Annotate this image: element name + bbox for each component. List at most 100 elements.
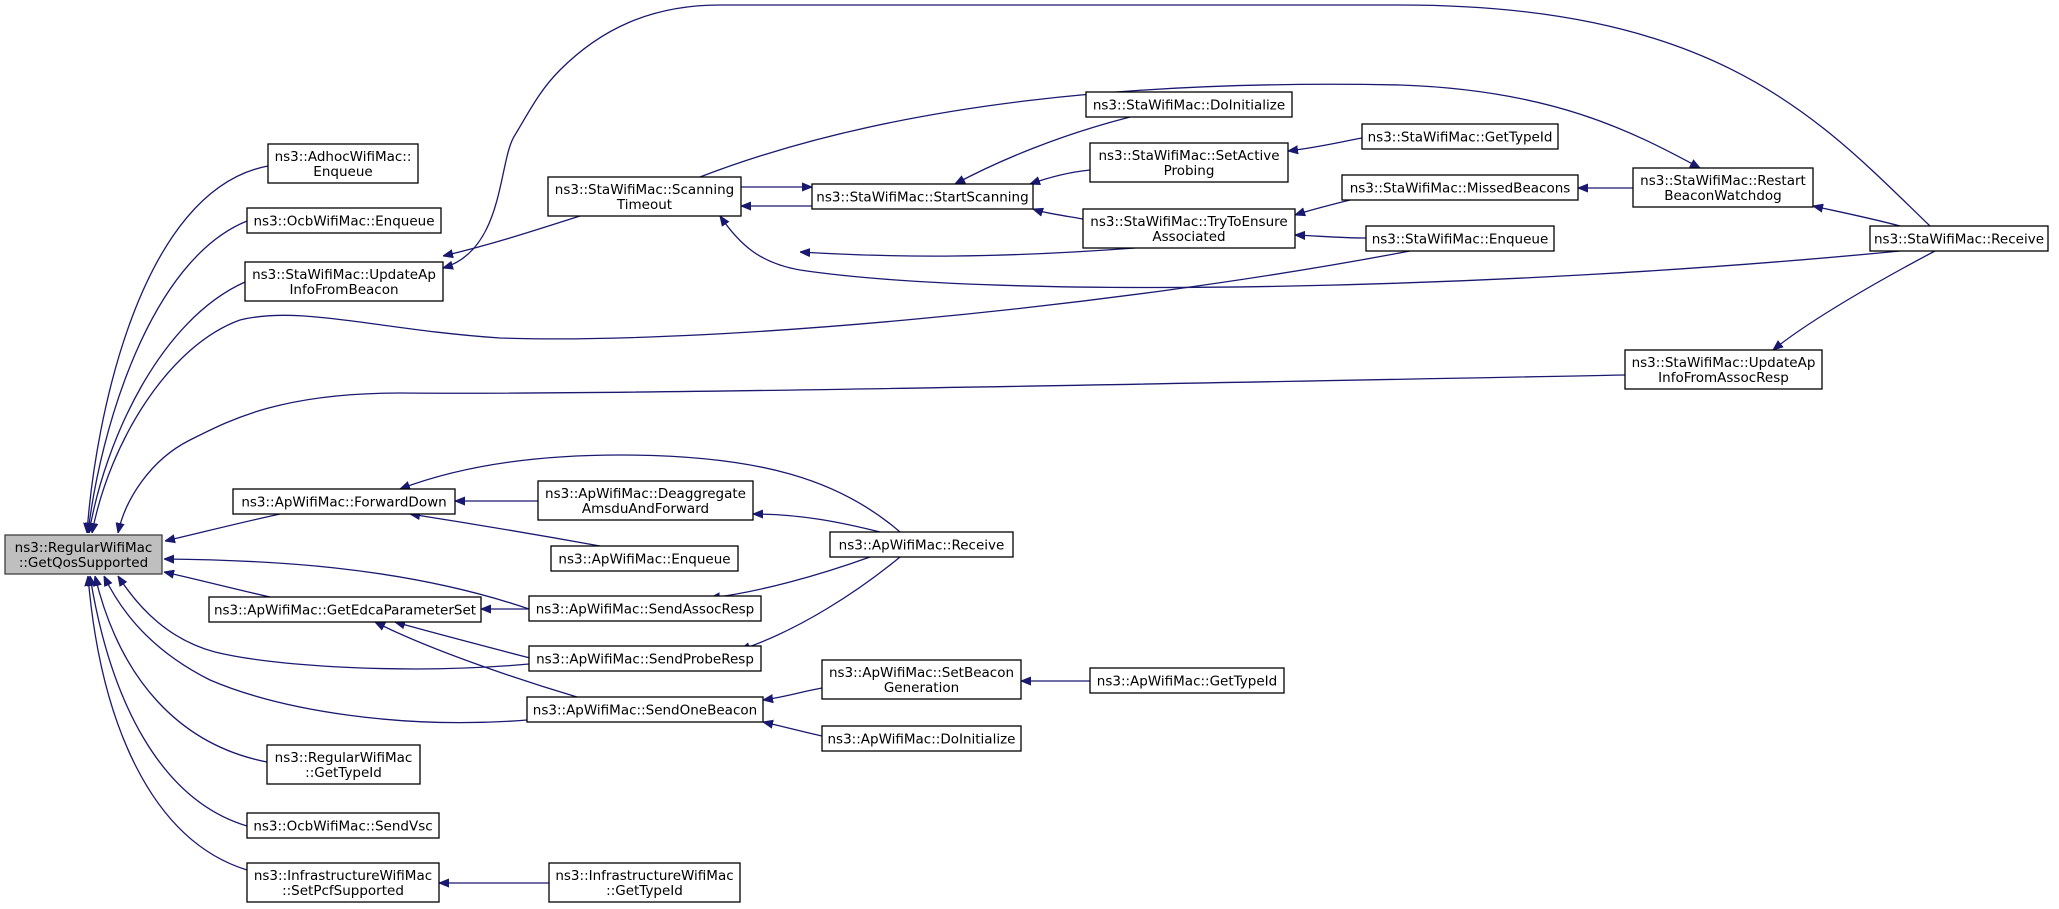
edge-line	[95, 576, 268, 763]
node-label: ns3::StaWifiMac::Receive	[1874, 232, 2044, 248]
edge-line	[88, 220, 248, 533]
node-box	[821, 725, 1022, 752]
node-label: ns3::StaWifiMac::GetTypeId	[1368, 130, 1553, 146]
edge-ap-fwd-to-root	[165, 513, 281, 541]
edge-line	[118, 576, 530, 670]
node-box	[244, 261, 444, 302]
node-sta-typeid[interactable]: ns3::StaWifiMac::GetTypeId	[1361, 123, 1559, 150]
edge-ocb-enq-to-root	[88, 220, 248, 533]
edge-line	[165, 513, 281, 541]
node-box	[811, 183, 1034, 210]
edge-line	[753, 514, 881, 533]
node-ap-assoc[interactable]: ns3::ApWifiMac::SendAssocResp	[528, 595, 762, 622]
node-label: AmsduAndForward	[582, 501, 709, 517]
node-ap-probe[interactable]: ns3::ApWifiMac::SendProbeResp	[528, 645, 762, 672]
node-ap-fwd[interactable]: ns3::ApWifiMac::ForwardDown	[232, 488, 456, 515]
node-label: ns3::ApWifiMac::Enqueue	[558, 552, 730, 568]
node-box	[1341, 174, 1579, 201]
edge-line	[955, 116, 1131, 184]
node-box	[1089, 667, 1285, 694]
edge-sta-try-to-sta-start	[1033, 209, 1084, 220]
node-ocb-vsc[interactable]: ns3::OcbWifiMac::SendVsc	[246, 812, 440, 839]
node-ap-enq[interactable]: ns3::ApWifiMac::Enqueue	[550, 545, 739, 572]
edge-sta-recv-to-sta-upd-beacon	[443, 4, 1931, 268]
node-ap-typeid[interactable]: ns3::ApWifiMac::GetTypeId	[1089, 667, 1285, 694]
node-box	[821, 659, 1022, 700]
edge-line	[164, 559, 530, 610]
edge-sta-active-to-sta-start	[1030, 169, 1091, 184]
edge-ap-recv-to-ap-probe	[740, 556, 901, 650]
node-box	[547, 176, 742, 217]
node-label: Enqueue	[313, 164, 372, 180]
edge-line	[740, 556, 901, 650]
edge-line	[1288, 137, 1363, 151]
node-label: ns3::OcbWifiMac::Enqueue	[253, 214, 434, 230]
node-label: ns3::ApWifiMac::GetTypeId	[1097, 674, 1277, 690]
node-label: ns3::ApWifiMac::SendAssocResp	[536, 602, 755, 618]
node-label: ns3::ApWifiMac::SetBeacon	[829, 665, 1014, 681]
edge-ap-beacon-to-root	[103, 576, 528, 724]
node-box	[537, 480, 754, 521]
edge-ap-probe-to-ap-edca	[395, 622, 531, 659]
edge-sta-doinit-to-sta-start	[955, 116, 1131, 184]
node-label: ns3::StaWifiMac::UpdateAp	[252, 267, 436, 283]
node-label: ns3::StaWifiMac::Restart	[1640, 173, 1806, 189]
edge-reg-typeid-to-root	[95, 576, 268, 763]
node-sta-enq[interactable]: ns3::StaWifiMac::Enqueue	[1365, 225, 1555, 252]
edge-infra-pcf-to-root	[88, 576, 248, 871]
node-infra-pcf[interactable]: ns3::InfrastructureWifiMac::SetPcfSuppor…	[246, 862, 440, 903]
edge-line	[1295, 199, 1351, 215]
edge-line	[443, 215, 581, 256]
edge-sta-enq-to-sta-try	[1295, 235, 1367, 238]
edge-ap-recv-to-ap-fwd	[400, 454, 901, 533]
node-label: ::SetPcfSupported	[282, 883, 404, 899]
node-label: BeaconWatchdog	[1664, 188, 1782, 204]
node-infra-typeid[interactable]: ns3::InfrastructureWifiMac::GetTypeId	[548, 862, 741, 903]
node-sta-doinit[interactable]: ns3::StaWifiMac::DoInitialize	[1085, 91, 1293, 118]
edge-ap-beacon-to-ap-edca	[375, 622, 578, 698]
node-box	[232, 488, 456, 515]
node-label: InfoFromBeacon	[289, 282, 398, 298]
edge-ap-doinit-to-ap-beacon	[763, 722, 823, 737]
node-reg-typeid[interactable]: ns3::RegularWifiMac::GetTypeId	[266, 744, 421, 785]
node-box	[1082, 208, 1296, 249]
node-label: ::GetTypeId	[305, 765, 382, 781]
node-label: Associated	[1152, 229, 1225, 245]
node-box	[246, 862, 440, 903]
edge-line	[400, 454, 901, 533]
node-ocb-enq[interactable]: ns3::OcbWifiMac::Enqueue	[246, 207, 442, 234]
edge-ap-assoc-to-root	[164, 559, 530, 610]
edge-ap-edca-to-root	[164, 572, 271, 598]
node-box	[1361, 123, 1559, 150]
node-ap-recv[interactable]: ns3::ApWifiMac::Receive	[829, 531, 1014, 558]
node-box	[1089, 142, 1289, 183]
node-ap-edca[interactable]: ns3::ApWifiMac::GetEdcaParameterSet	[208, 596, 482, 623]
edge-sta-recv-to-sta-upd-assoc	[1773, 250, 1936, 350]
edge-ap-enq-to-ap-fwd	[410, 514, 601, 547]
node-ap-beacon[interactable]: ns3::ApWifiMac::SendOneBeacon	[526, 696, 764, 723]
node-adhoc-enq[interactable]: ns3::AdhocWifiMac::Enqueue	[267, 143, 419, 184]
node-ap-doinit[interactable]: ns3::ApWifiMac::DoInitialize	[821, 725, 1022, 752]
node-ap-deagg[interactable]: ns3::ApWifiMac::DeaggregateAmsduAndForwa…	[537, 480, 754, 521]
node-root[interactable]: ns3::RegularWifiMac::GetQosSupported	[4, 534, 163, 575]
node-label: ns3::StaWifiMac::TryToEnsure	[1090, 214, 1287, 230]
edge-sta-enq-to-root	[92, 250, 1411, 533]
node-label: Timeout	[616, 197, 672, 213]
edge-line	[89, 281, 246, 533]
node-sta-upd-assoc[interactable]: ns3::StaWifiMac::UpdateApInfoFromAssocRe…	[1624, 349, 1823, 390]
node-label: ns3::ApWifiMac::Receive	[839, 538, 1005, 554]
node-box	[548, 862, 741, 903]
node-label: ns3::AdhocWifiMac::	[275, 149, 412, 165]
node-label: ns3::ApWifiMac::DoInitialize	[828, 732, 1016, 748]
edge-sta-missed-to-sta-try	[1295, 199, 1351, 215]
node-sta-start[interactable]: ns3::StaWifiMac::StartScanning	[811, 183, 1034, 210]
node-sta-recv[interactable]: ns3::StaWifiMac::Receive	[1869, 225, 2049, 252]
node-sta-missed[interactable]: ns3::StaWifiMac::MissedBeacons	[1341, 174, 1579, 201]
